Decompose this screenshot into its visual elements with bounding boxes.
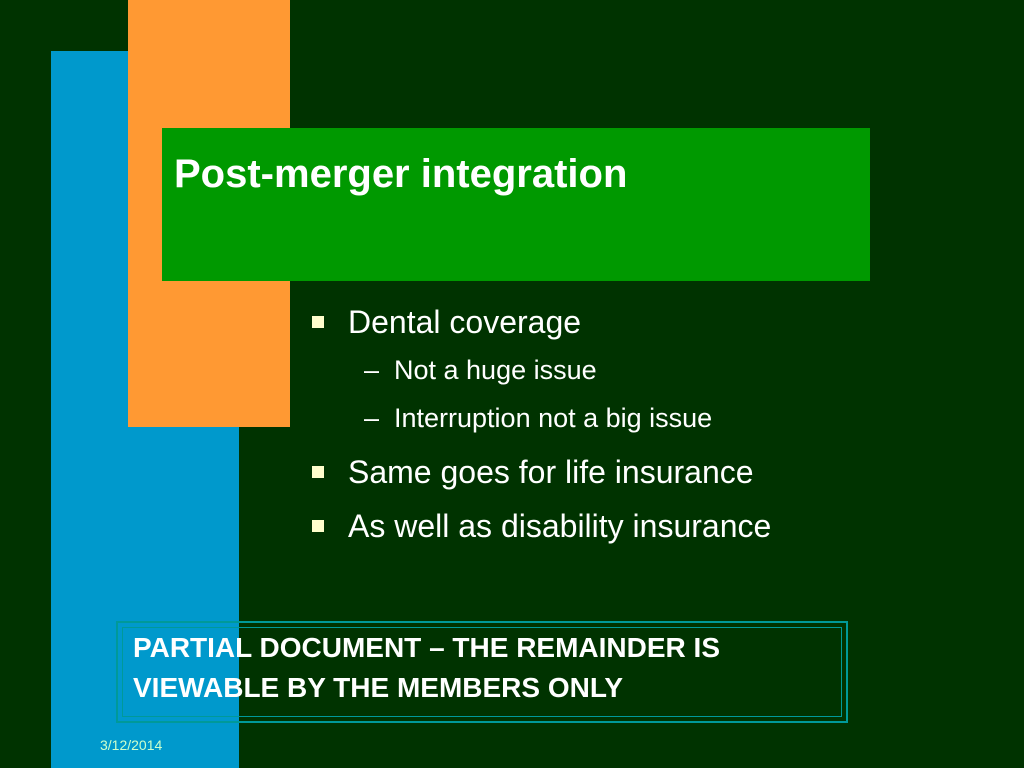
- notice-border-outer: [116, 621, 848, 723]
- bullet-label: Dental coverage: [348, 304, 582, 340]
- bullet-label: As well as disability insurance: [348, 508, 772, 544]
- bullet-item-disability-insurance: As well as disability insurance: [310, 502, 1010, 550]
- sub-bullet-item: – Not a huge issue: [348, 346, 1010, 394]
- dash-icon: –: [364, 403, 380, 433]
- title-background: [162, 128, 870, 281]
- bullet-item-dental: Dental coverage – Not a huge issue – Int…: [310, 298, 1010, 442]
- bullet-item-life-insurance: Same goes for life insurance: [310, 448, 1010, 496]
- sub-bullet-label: Not a huge issue: [394, 355, 597, 385]
- notice-line-1: PARTIAL DOCUMENT – THE REMAINDER IS: [133, 632, 720, 663]
- bullet-list: Dental coverage – Not a huge issue – Int…: [310, 298, 1010, 556]
- square-bullet-icon: [312, 466, 324, 478]
- dash-icon: –: [364, 355, 380, 385]
- sub-bullet-item: – Interruption not a big issue: [348, 394, 1010, 442]
- bullet-label: Same goes for life insurance: [348, 454, 754, 490]
- notice-line-2: VIEWABLE BY THE MEMBERS ONLY: [133, 672, 624, 703]
- slide-title: Post-merger integration: [174, 152, 628, 196]
- square-bullet-icon: [312, 316, 324, 328]
- partial-document-notice: PARTIAL DOCUMENT – THE REMAINDER IS VIEW…: [133, 628, 853, 708]
- notice-border-inner: [122, 627, 842, 717]
- sub-bullet-label: Interruption not a big issue: [394, 403, 713, 433]
- slide-date: 3/12/2014: [100, 737, 163, 753]
- square-bullet-icon: [312, 520, 324, 532]
- sub-bullet-list: – Not a huge issue – Interruption not a …: [348, 346, 1010, 442]
